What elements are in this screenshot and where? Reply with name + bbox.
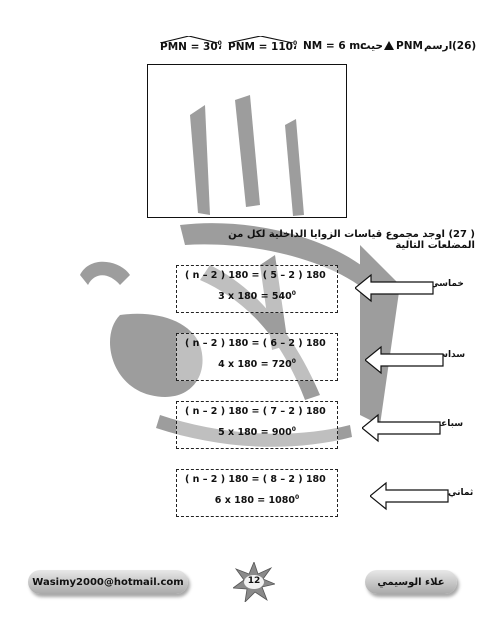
angle-hat-icon — [160, 35, 218, 43]
polygon-name: سداسي — [430, 350, 466, 360]
calc-box: ( n – 2 ) 180 = ( 5 – 2 ) 180 3 x 180 = … — [176, 265, 338, 313]
result-text: 6 x 180 = 1080 — [214, 495, 295, 507]
angle-pmn-text: PMN = 30 — [160, 40, 218, 53]
formula-line: ( n – 2 ) 180 = ( 8 – 2 ) 180 — [185, 474, 326, 485]
degree-sup: 0 — [217, 40, 222, 47]
calc-box: ( n – 2 ) 180 = ( 8 – 2 ) 180 6 x 180 = … — [176, 469, 338, 517]
author-name-badge: علاء الوسيمي — [365, 570, 457, 594]
result-line: 6 x 180 = 10800 — [177, 494, 337, 506]
degree-sup: 0 — [295, 494, 300, 501]
result-text: 5 x 180 = 900 — [218, 427, 292, 439]
calc-box: ( n – 2 ) 180 = ( 7 – 2 ) 180 5 x 180 = … — [176, 401, 338, 449]
left-arrow-icon — [370, 481, 450, 511]
degree-sup: 0 — [291, 358, 296, 365]
result-line: 5 x 180 = 9000 — [177, 426, 337, 438]
polygon-name: ثماني — [448, 488, 474, 498]
left-arrow-icon — [365, 345, 445, 375]
triangle-icon — [384, 41, 394, 50]
result-text: 3 x 180 = 540 — [218, 291, 292, 303]
question-26: PMN = 300 ، PNM = 1100 ، NM = 6 mc حيث P… — [150, 34, 480, 56]
left-arrow-icon — [355, 273, 435, 303]
angle-pmn: PMN = 300 — [160, 35, 222, 53]
formula-line: ( n – 2 ) 180 = ( 6 – 2 ) 180 — [185, 338, 326, 349]
page-number-badge-icon — [233, 562, 275, 602]
where-word: حيث — [360, 40, 383, 52]
side-nm: NM = 6 mc — [303, 40, 367, 52]
result-line: 4 x 180 = 7200 — [177, 358, 337, 370]
formula-line: ( n – 2 ) 180 = ( 5 – 2 ) 180 — [185, 270, 326, 281]
angle-pnm: PNM = 1100 — [228, 35, 298, 53]
calc-box: ( n – 2 ) 180 = ( 6 – 2 ) 180 4 x 180 = … — [176, 333, 338, 381]
polygon-name: خماسي — [430, 279, 464, 289]
angle-hat-icon — [228, 35, 293, 43]
left-arrow-icon — [362, 413, 442, 443]
draw-verb: ارسم — [424, 40, 453, 52]
formula-line: ( n – 2 ) 180 = ( 7 – 2 ) 180 — [185, 406, 326, 417]
degree-sup: 0 — [292, 40, 298, 47]
result-text: 4 x 180 = 720 — [218, 359, 292, 371]
angle-pnm-text: PNM = 110 — [228, 40, 293, 53]
polygon-name: سباعي — [432, 419, 464, 429]
separator: ، — [293, 40, 297, 52]
author-email-badge: Wasimy2000@hotmail.com — [28, 570, 188, 594]
page-number: 12 — [247, 576, 261, 586]
degree-sup: 0 — [291, 290, 296, 297]
question-number: (26) — [452, 40, 477, 52]
result-line: 3 x 180 = 5400 — [177, 290, 337, 302]
separator: ، — [218, 40, 222, 52]
drawing-area-box — [147, 64, 347, 218]
degree-sup: 0 — [291, 426, 296, 433]
triangle-name: PNM — [396, 40, 423, 52]
question-27: ( 27) اوجد مجموع قياسات الزوايا الداخلية… — [228, 229, 475, 251]
